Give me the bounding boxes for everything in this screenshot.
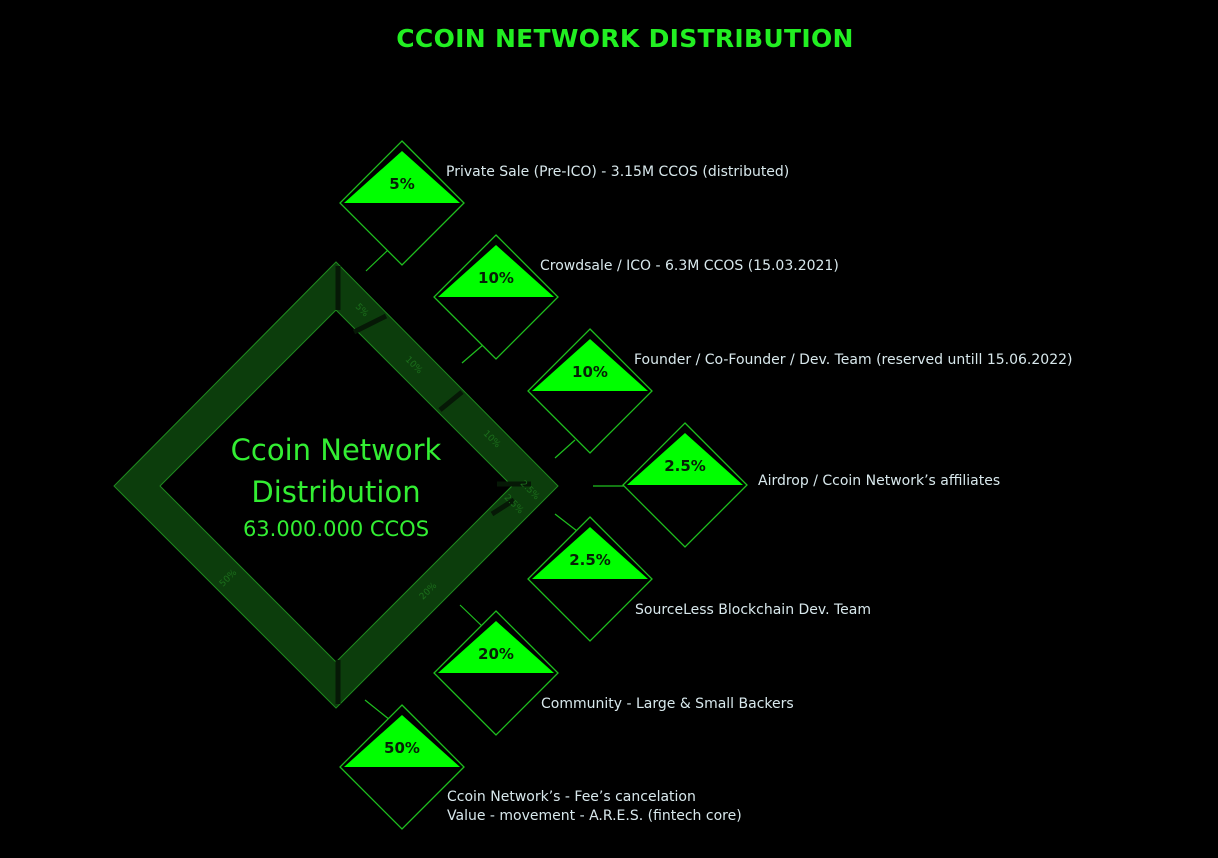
badge-percent: 2.5% (664, 457, 706, 475)
badge-triangle (627, 433, 743, 485)
segment-label: Private Sale (Pre-ICO) - 3.15M CCOS (dis… (446, 164, 789, 180)
connector-line (461, 343, 485, 364)
connector-line (364, 699, 391, 721)
connector-line (554, 439, 576, 459)
segment-label-line: Ccoin Network’s - Fee’s cancelation (447, 789, 696, 805)
connector-line (554, 513, 578, 532)
segment-label-line: Crowdsale / ICO - 6.3M CCOS (15.03.2021) (540, 258, 839, 274)
segment-label: Community - Large & Small Backers (541, 696, 794, 712)
segment-label-line: Airdrop / Ccoin Network’s affiliates (758, 473, 1001, 489)
segment-badge: 20% (433, 610, 559, 736)
center-total: 63.000.000 CCOS (242, 517, 430, 541)
connector-line (365, 249, 389, 272)
segment-badge: 10% (433, 234, 559, 360)
badge-percent: 10% (478, 269, 514, 287)
segment-label-line: Founder / Co-Founder / Dev. Team (reserv… (634, 352, 1073, 368)
segment-label: SourceLess Blockchain Dev. Team (635, 602, 871, 618)
segment-badge: 2.5% (622, 422, 748, 548)
center-title-line1: Ccoin Network (230, 433, 442, 467)
segment-badge: 2.5% (527, 516, 653, 642)
segment-label-line: Community - Large & Small Backers (541, 696, 794, 712)
badge-percent: 50% (384, 739, 420, 757)
connector-line (459, 604, 485, 629)
badge-triangle (438, 245, 554, 297)
segment-label: Founder / Co-Founder / Dev. Team (reserv… (634, 352, 1072, 368)
badge-triangle (344, 151, 460, 203)
segment-label: Crowdsale / ICO - 6.3M CCOS (15.03.2021) (540, 258, 839, 274)
ring-divider (352, 313, 388, 335)
segment-badge: 10% (527, 328, 653, 454)
segment-label: Airdrop / Ccoin Network’s affiliates (758, 473, 1000, 489)
segment-badge: 5% (339, 140, 465, 266)
badge-triangle (438, 621, 554, 673)
segment-label-line: Private Sale (Pre-ICO) - 3.15M CCOS (dis… (446, 164, 790, 180)
badge-triangle (532, 339, 648, 391)
badge-triangle (532, 527, 648, 579)
center-title-line2: Distribution (251, 475, 421, 509)
segment-badge: 50% (339, 704, 465, 830)
page-title: CCOIN NETWORK DISTRIBUTION (396, 24, 854, 53)
center-title: Ccoin Network Distribution (186, 429, 486, 513)
badge-percent: 10% (572, 363, 608, 381)
segment-label-line2: Value - movement - A.R.E.S. (fintech cor… (447, 808, 742, 824)
ring-divider (438, 390, 464, 412)
badge-percent: 2.5% (569, 551, 611, 569)
badge-triangle (344, 715, 460, 767)
badge-percent: 5% (389, 175, 414, 193)
segment-label-line: SourceLess Blockchain Dev. Team (635, 602, 872, 618)
badge-percent: 20% (478, 645, 514, 663)
ring-divider (490, 497, 516, 517)
